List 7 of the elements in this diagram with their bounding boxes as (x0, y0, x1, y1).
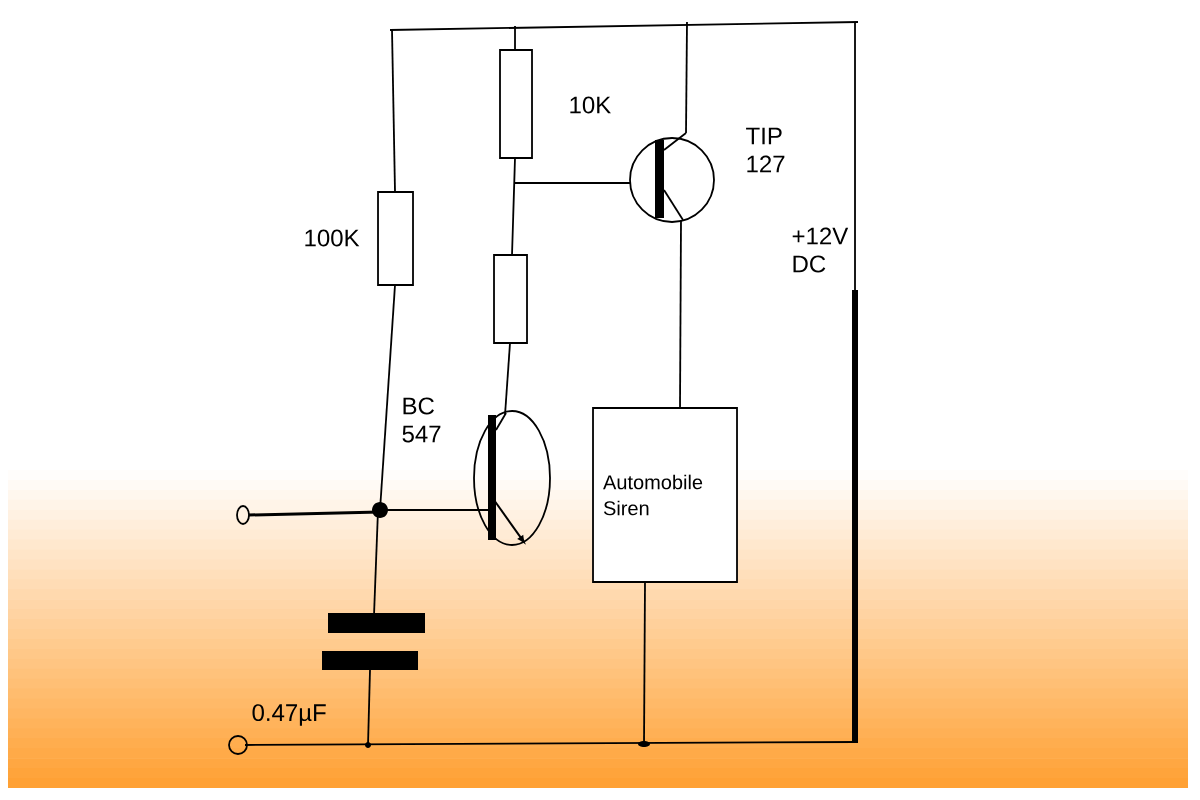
component-label: TIP 127 (746, 127, 785, 173)
siren-box: Automobile Siren (592, 407, 738, 583)
component-label: 100K (305, 229, 360, 247)
component-label: 0.47µF (252, 704, 326, 726)
component-label: BC 547 (402, 397, 441, 443)
component-label: +12V DC (792, 227, 849, 273)
component-label: 10K (570, 96, 611, 114)
